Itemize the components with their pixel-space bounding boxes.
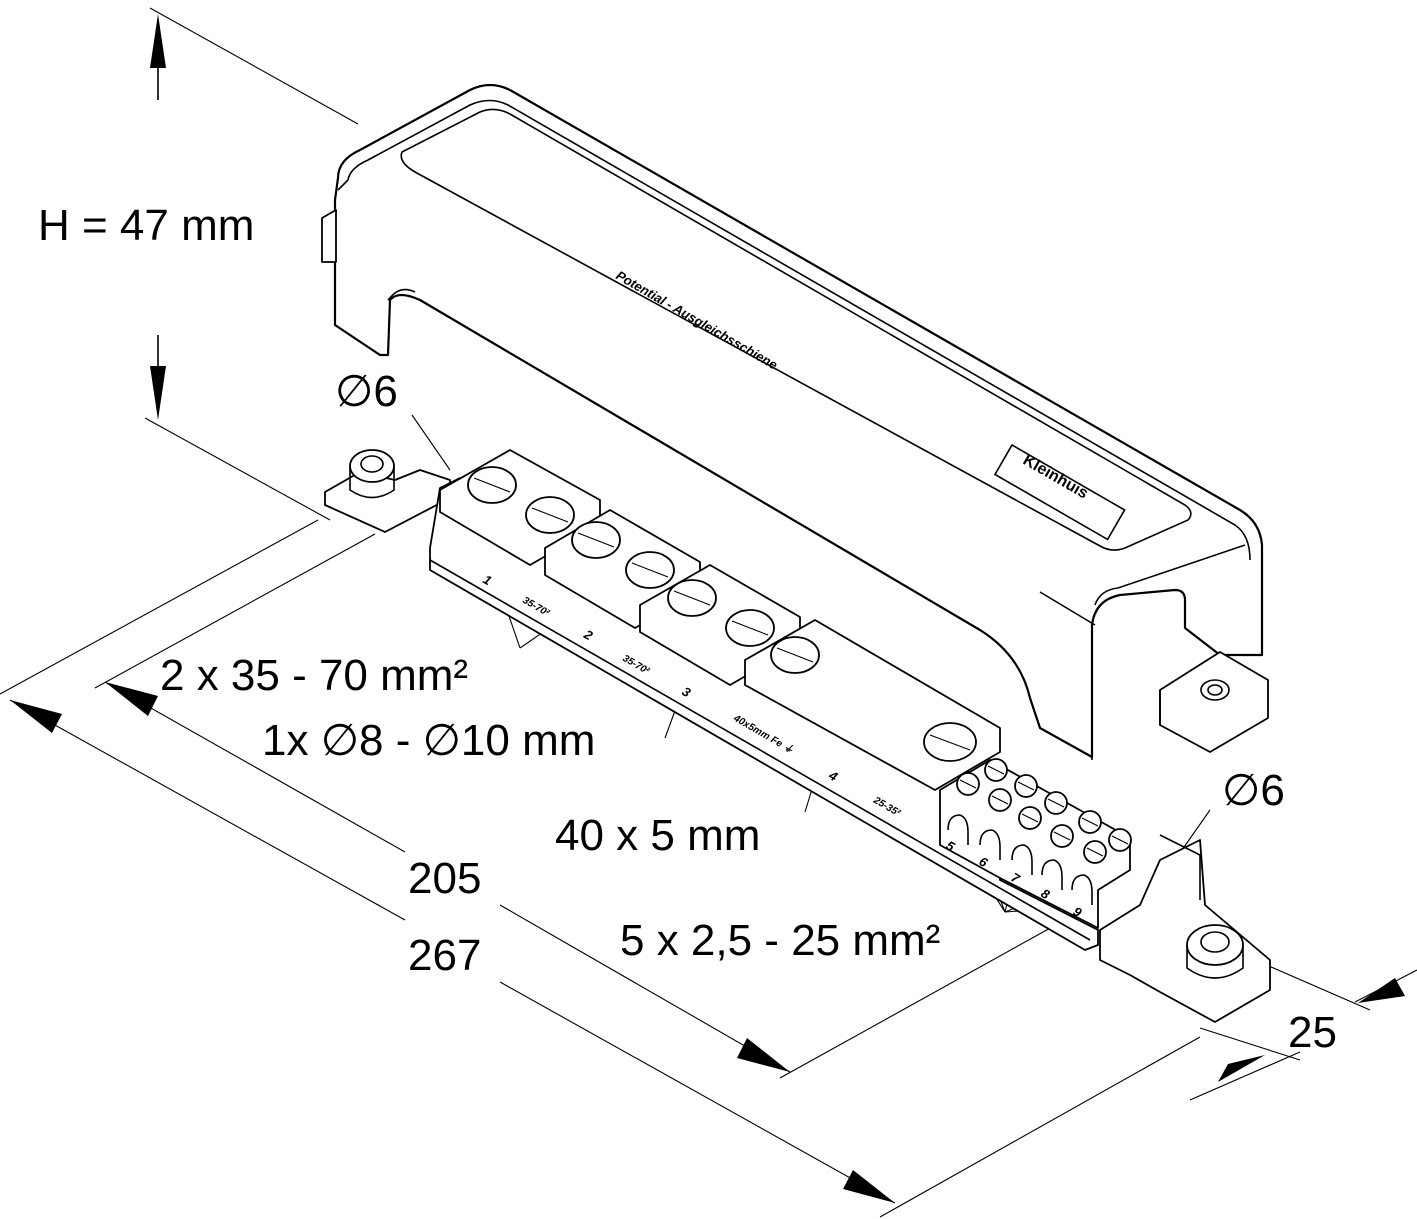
leader-diameter-left (411, 414, 451, 471)
dim-25-arrow-top (1358, 978, 1405, 1003)
cover-top-edge (347, 99, 1251, 561)
dim-267-arrow-left (10, 700, 62, 733)
dim-267-ext-right (879, 1036, 1201, 1218)
left-mount-screw-body (349, 466, 395, 499)
dim-267-line-b (499, 981, 896, 1204)
base-rail: 1 35-70² 2 35-70² 3 40x5mm Fe ⏚ 4 25-35²… (324, 449, 1271, 1023)
label-diameter-right: ∅6 (1222, 766, 1285, 815)
cover: Potential - Ausgleichsschiene Kleinhuis (321, 83, 1269, 760)
height-arrowhead-top (150, 14, 166, 68)
small-holes (947, 814, 1093, 905)
cover-body (333, 83, 1264, 759)
label-width: 25 (1288, 1008, 1337, 1057)
dim-205-ext-left (94, 533, 376, 689)
dimension-lines (0, 7, 1417, 1218)
cover-end-lower (1039, 591, 1096, 626)
label-length-outer: 267 (408, 931, 481, 980)
height-arrowhead-bottom (150, 366, 166, 420)
dim-205-arrow-left (105, 682, 158, 716)
left-mount-screw-inner (360, 455, 384, 473)
cover-end-edge (1094, 544, 1246, 606)
dim-205-line-a (104, 681, 406, 853)
label-diameter-left: ∅6 (335, 367, 398, 416)
dim-25-ext-c (1199, 1027, 1301, 1061)
cover-mount-hole (1200, 679, 1230, 701)
brand-plate (993, 443, 1126, 541)
label-height: H = 47 mm (38, 201, 254, 250)
clamp-screws (467, 466, 977, 762)
dim-25-arrow-bottom (1218, 1055, 1265, 1082)
left-mount-foot (324, 469, 451, 533)
label-flat-bar: 40 x 5 mm (555, 811, 760, 860)
dim-205-arrow-right (737, 1038, 790, 1072)
dim-267-arrow-right (843, 1170, 895, 1203)
right-mount-screw-body (1186, 945, 1244, 979)
small-screws (956, 758, 1132, 864)
dim-25-ext-bottom (1189, 1051, 1301, 1101)
label-clamp-round: 1x ∅8 - ∅10 mm (262, 716, 595, 765)
cover-mount-hole-inner (1207, 684, 1223, 696)
rail-front-line (429, 559, 1091, 941)
right-mount-tab (1159, 834, 1201, 900)
label-clamp-main: 2 x 35 - 70 mm² (160, 651, 468, 700)
height-extension-bottom (144, 417, 331, 521)
cover-side-tab (321, 209, 337, 263)
cover-notch (387, 288, 416, 301)
cover-mount-tab (1159, 651, 1269, 753)
cover-label-recess (400, 108, 1192, 551)
height-extension-top (149, 7, 359, 125)
label-length-inner: 205 (408, 854, 481, 903)
dim-267-ext-left (0, 519, 319, 695)
right-mount-screw (1186, 924, 1244, 966)
cover-corner (337, 179, 349, 191)
left-mount-screw (349, 449, 395, 483)
dim-205-ext-right (779, 905, 1091, 1079)
dimension-labels: H = 47 mm ∅6 2 x 35 - 70 mm² 1x ∅8 - ∅10… (38, 201, 1337, 1057)
dim-25-ext-top (1254, 959, 1371, 1011)
right-mount-screw-inner (1200, 931, 1230, 953)
dim-205-line-b (499, 904, 791, 1073)
label-small-terminals: 5 x 2,5 - 25 mm² (620, 916, 940, 965)
dim-267-line-a (9, 699, 406, 921)
